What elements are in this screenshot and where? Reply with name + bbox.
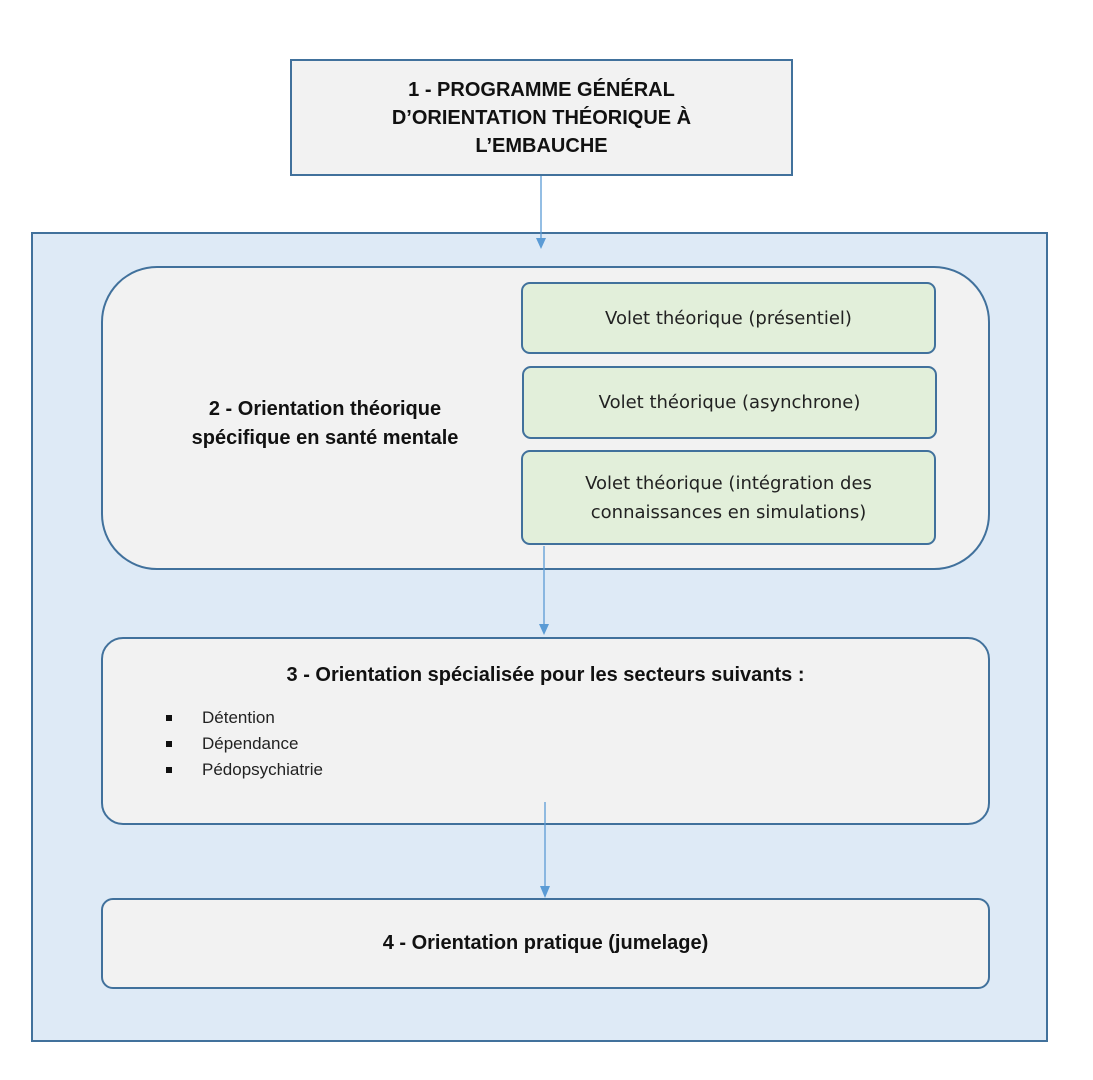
- list-item: Dépendance: [162, 731, 562, 757]
- arrow-2-to-3: [539, 546, 549, 635]
- sector-list: Détention Dépendance Pédopsychiatrie: [162, 705, 562, 783]
- program-general-box: 1 - PROGRAMME GÉNÉRAL D’ORIENTATION THÉO…: [290, 59, 793, 176]
- sector-label: Détention: [202, 708, 275, 727]
- section-4-title: 4 - Orientation pratique (jumelage): [382, 932, 709, 954]
- volet-asynchrone-label: Volet théorique (asynchrone): [598, 392, 861, 413]
- program-general-title-line-1: 1 - PROGRAMME GÉNÉRAL: [408, 78, 675, 101]
- volet-asynchrone-box: Volet théorique (asynchrone): [522, 366, 937, 439]
- arrow-1-to-2: [536, 176, 546, 249]
- volet-integration-label-line-2: connaissances en simulations): [590, 501, 867, 523]
- section-4-box: 4 - Orientation pratique (jumelage): [101, 898, 990, 989]
- section-2-title-line-2: spécifique en santé mentale: [191, 427, 459, 449]
- volet-presentiel-label: Volet théorique (présentiel): [605, 307, 852, 329]
- section-3-title: 3 - Orientation spécialisée pour les sec…: [286, 664, 805, 686]
- arrow-3-to-4: [540, 802, 550, 898]
- bullet-icon: [166, 767, 172, 773]
- program-general-title-line-3: L’EMBAUCHE: [475, 134, 608, 157]
- section-2-title: 2 - Orientation théorique spécifique en …: [150, 395, 500, 453]
- section-2-title-line-1: 2 - Orientation théorique: [208, 398, 442, 420]
- volet-integration-box: Volet théorique (intégration des connais…: [521, 450, 936, 545]
- bullet-icon: [166, 741, 172, 747]
- sector-label: Pédopsychiatrie: [202, 760, 323, 779]
- volet-presentiel-box: Volet théorique (présentiel): [521, 282, 936, 354]
- list-item: Pédopsychiatrie: [162, 757, 562, 783]
- volet-integration-label-line-1: Volet théorique (intégration des: [585, 472, 872, 494]
- program-general-title-line-2: D’ORIENTATION THÉORIQUE À: [391, 106, 692, 129]
- list-item: Détention: [162, 705, 562, 731]
- sector-label: Dépendance: [202, 734, 299, 753]
- bullet-icon: [166, 715, 172, 721]
